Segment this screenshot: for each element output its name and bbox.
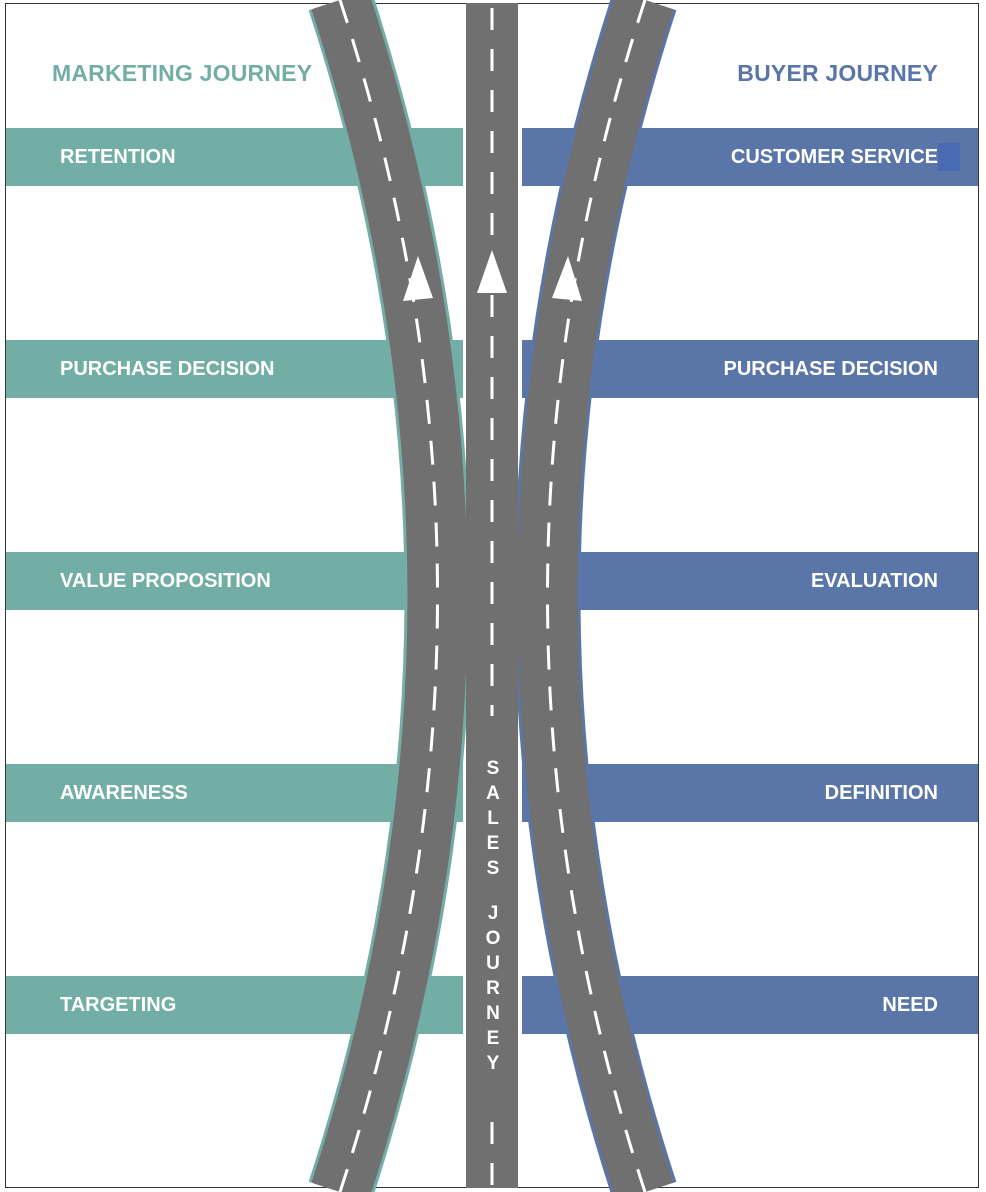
sales-letter: N bbox=[486, 1003, 500, 1024]
buyer-stage-purchase-decision: PURCHASE DECISION bbox=[522, 340, 978, 398]
marketing-stage-awareness: AWARENESS bbox=[6, 764, 463, 822]
buyer-stage-evaluation: EVALUATION bbox=[522, 552, 978, 610]
buyer-journey-title: BUYER JOURNEY bbox=[737, 60, 938, 86]
left-road-lane bbox=[338, 0, 439, 1192]
sales-letter: L bbox=[487, 808, 499, 829]
sales-letter: Y bbox=[486, 1053, 500, 1074]
sales-letter: E bbox=[486, 833, 500, 854]
sales-letter: S bbox=[486, 758, 500, 779]
sales-letter: S bbox=[486, 858, 500, 879]
sales-letter: U bbox=[486, 953, 500, 974]
center-road-arrow-icon bbox=[477, 250, 507, 293]
selection-marker bbox=[938, 143, 960, 171]
sales-letter: O bbox=[485, 928, 501, 949]
marketing-stage-purchase-decision: PURCHASE DECISION bbox=[6, 340, 463, 398]
buyer-stage-definition: DEFINITION bbox=[522, 764, 978, 822]
sales-letter: E bbox=[486, 1028, 500, 1049]
sales-letter: R bbox=[486, 978, 500, 999]
sales-letter: J bbox=[487, 903, 499, 924]
marketing-journey-title: MARKETING JOURNEY bbox=[52, 60, 313, 86]
left-road-arrow-icon bbox=[403, 256, 433, 301]
sales-letter: A bbox=[486, 783, 500, 804]
marketing-stage-value-proposition: VALUE PROPOSITION bbox=[6, 552, 463, 610]
right-road-arrow-icon bbox=[552, 256, 582, 301]
right-road-lane bbox=[546, 0, 647, 1192]
